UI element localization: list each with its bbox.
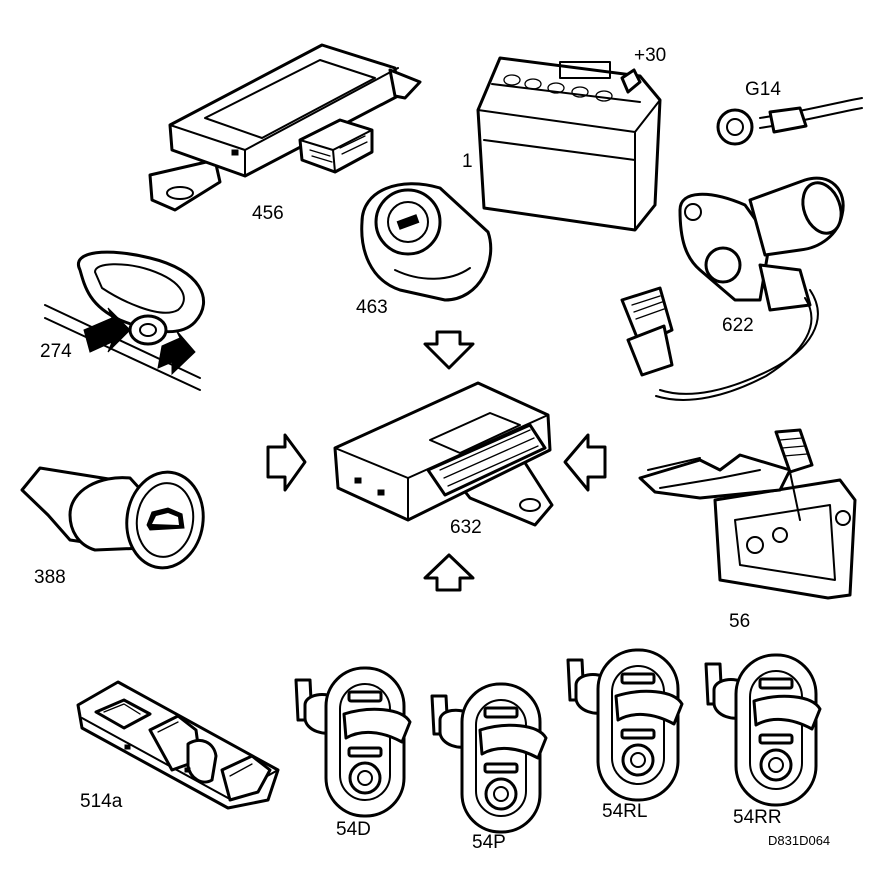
- label-window-switch-514a: 514a: [80, 791, 123, 812]
- label-trunk-lock-274: 274: [40, 341, 72, 362]
- ignition-switch-463: [360, 182, 493, 302]
- door-lock-motor-622: [620, 176, 845, 401]
- label-drawing-id: D831D064: [768, 833, 831, 848]
- label-battery-plus-30: +30: [634, 45, 667, 66]
- door-switch-54rl: [566, 648, 684, 802]
- input-arrows: [266, 330, 607, 592]
- label-alarm-unit-456: 456: [252, 203, 284, 224]
- hood-switch-388: [20, 466, 205, 570]
- label-door-switch-54d: 54D: [336, 819, 371, 840]
- label-door-lock-56: 56: [729, 611, 751, 632]
- label-control-module-632: 632: [450, 517, 482, 538]
- door-switch-54p: [430, 682, 548, 834]
- door-switch-54d: [294, 666, 412, 818]
- battery-1: [476, 56, 662, 232]
- label-ground-g14: G14: [745, 79, 781, 100]
- label-battery-1: 1: [462, 151, 473, 172]
- label-door-switch-54rr: 54RR: [733, 807, 782, 828]
- alarm-unit-456: [148, 43, 422, 212]
- trunk-lock-274: [44, 250, 206, 391]
- label-hood-switch-388: 388: [34, 567, 66, 588]
- door-lock-56: [638, 428, 857, 600]
- window-switch-panel-514a: [76, 680, 280, 810]
- door-switch-54rr: [704, 653, 822, 807]
- ground-point-g14: [716, 97, 863, 146]
- label-door-switch-54p: 54P: [472, 832, 506, 853]
- label-door-lock-motor-622: 622: [722, 315, 754, 336]
- control-module-632: [333, 381, 554, 527]
- label-ignition-switch-463: 463: [356, 297, 388, 318]
- label-door-switch-54rl: 54RL: [602, 801, 648, 822]
